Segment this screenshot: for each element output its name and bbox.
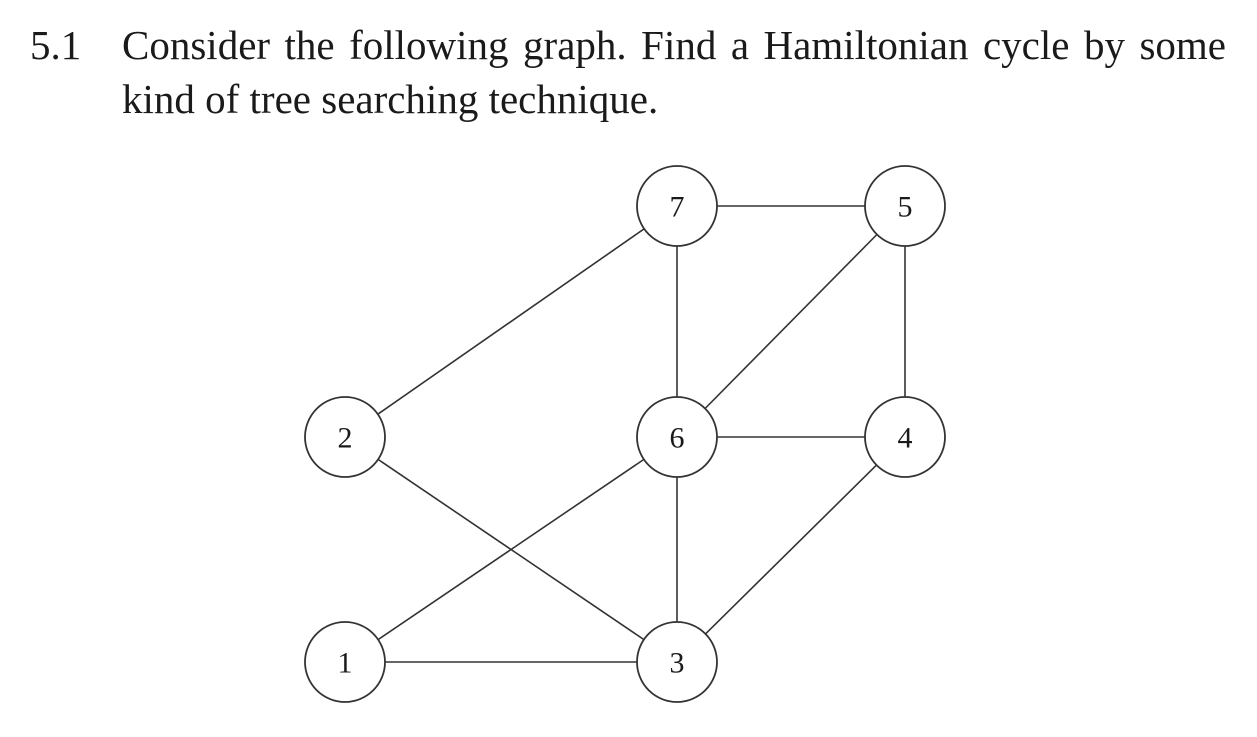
node-label-2: 2	[338, 422, 353, 455]
node-5: 5	[864, 165, 946, 247]
node-circle-1	[304, 621, 386, 703]
problem-number: 5.1	[30, 22, 82, 68]
node-label-1: 1	[338, 647, 353, 680]
graph-edges	[377, 205, 906, 663]
node-6: 6	[636, 396, 718, 478]
node-label-4: 4	[898, 422, 913, 455]
node-circle-5	[864, 165, 946, 247]
node-7: 7	[636, 165, 718, 247]
node-circle-7	[636, 165, 718, 247]
node-label-3: 3	[670, 647, 685, 680]
node-label-7: 7	[670, 191, 685, 224]
node-circle-3	[636, 621, 718, 703]
edge-7-2	[377, 228, 645, 415]
node-circle-2	[304, 396, 386, 478]
node-label-6: 6	[670, 422, 685, 455]
problem-text: Consider the following graph. Find a Ham…	[122, 22, 1226, 122]
graph-nodes: 1 2 3 4 5 6 7	[304, 165, 946, 703]
edge-4-3	[704, 464, 878, 635]
node-circle-4	[864, 396, 946, 478]
node-label-5: 5	[898, 191, 913, 224]
node-3: 3	[636, 621, 718, 703]
node-4: 4	[864, 396, 946, 478]
edge-5-6	[704, 233, 878, 410]
node-circle-6	[636, 396, 718, 478]
node-1: 1	[304, 621, 386, 703]
edge-6-1	[377, 458, 645, 641]
node-2: 2	[304, 396, 386, 478]
